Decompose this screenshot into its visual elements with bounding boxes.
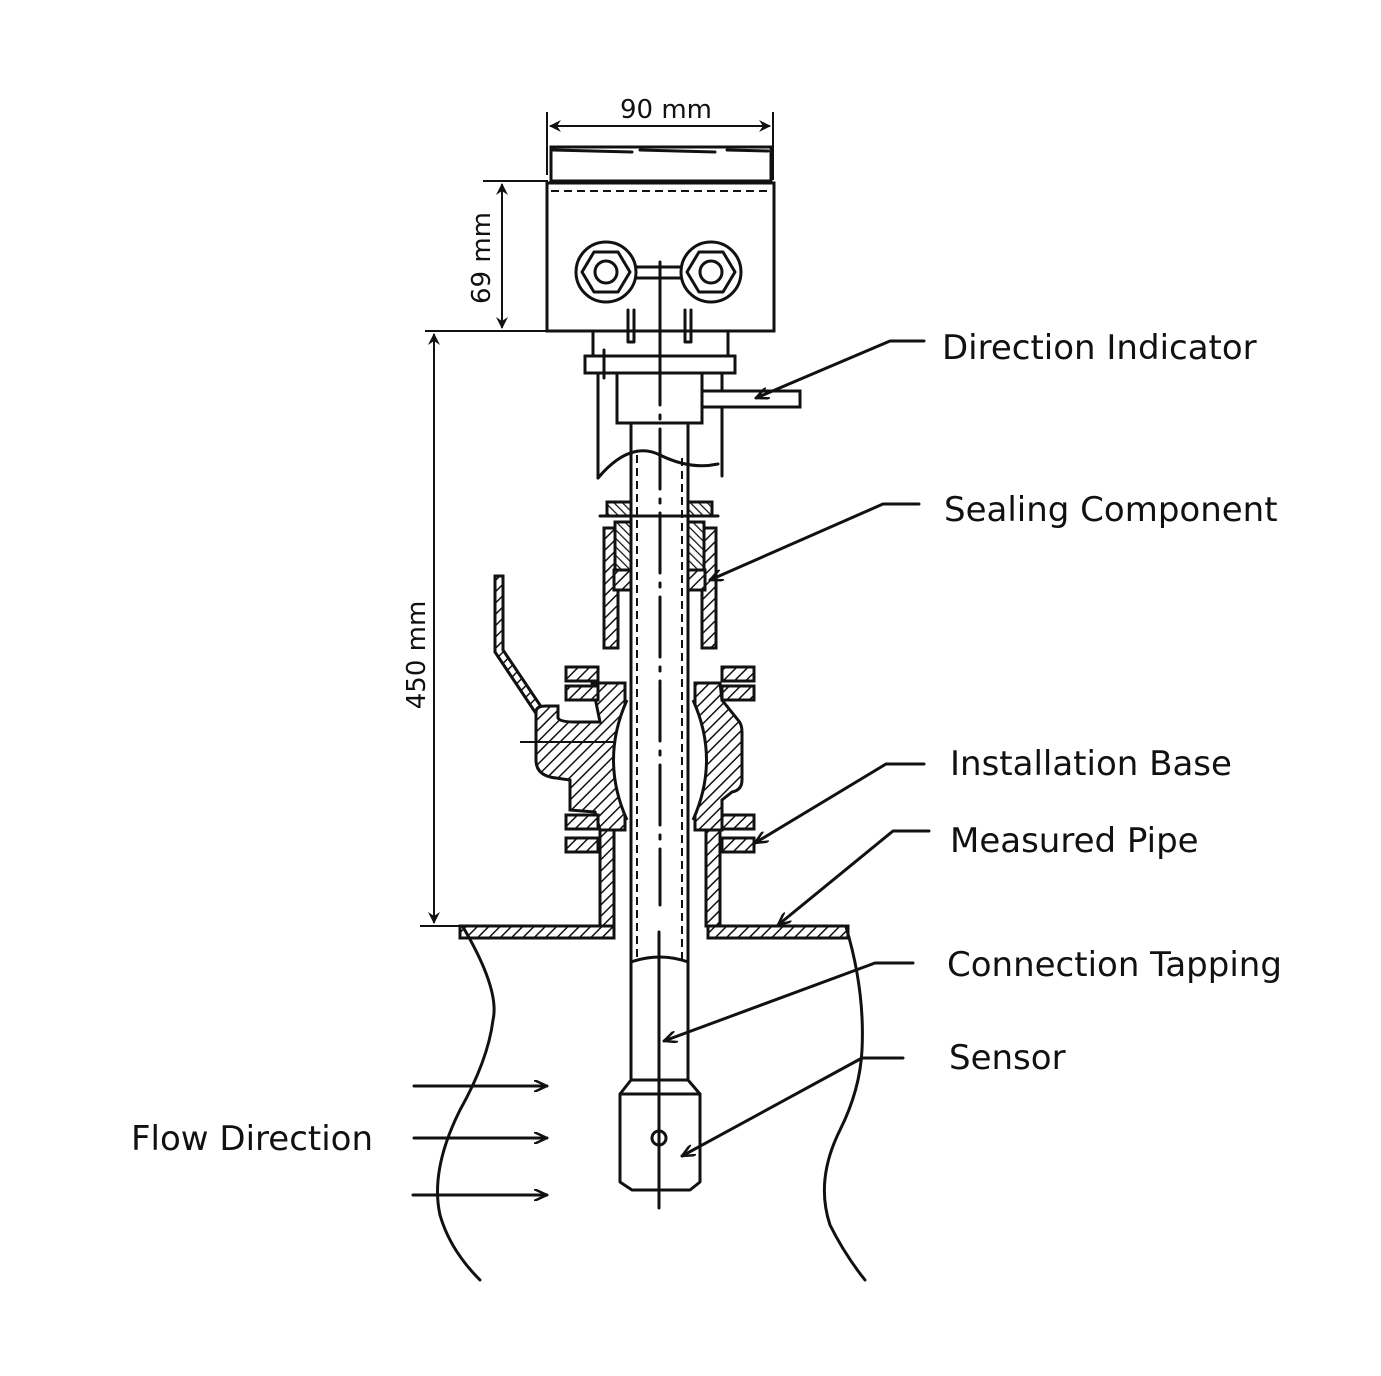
dimension-insertion-length: 450 mm [402,333,470,927]
callout-sensor: Sensor [949,1038,1066,1078]
leader-lines [664,339,931,1158]
transmitter-housing [545,145,776,347]
flow-arrows [411,1086,549,1195]
cable-gland-right-icon [679,240,743,304]
leader-direction-indicator [756,339,926,398]
cable-gland-left-icon [574,240,638,304]
dimension-width: 90 mm [546,95,774,180]
leader-sensor [682,1056,905,1158]
callout-measured-pipe: Measured Pipe [950,821,1199,861]
callout-installation-base: Installation Base [950,744,1232,784]
dimension-width-label: 90 mm [620,95,712,125]
flow-direction-label: Flow Direction [131,1119,373,1159]
installation-base-valve [493,574,756,928]
leader-connection-tapping [664,961,915,1041]
leader-installation-base [755,762,926,843]
callout-direction-indicator: Direction Indicator [942,328,1257,368]
dimension-insertion-length-label: 450 mm [402,601,432,710]
callout-connection-tapping: Connection Tapping [947,945,1282,985]
dimension-housing-height: 69 mm [425,180,548,332]
dimension-housing-height-label: 69 mm [467,212,497,304]
sensor-head [618,930,702,1210]
sealing-component-assembly [598,500,720,650]
leader-measured-pipe [778,829,931,925]
callout-sealing-component: Sealing Component [944,490,1278,530]
leader-sealing-component [710,502,921,580]
direction-indicator-bar [700,389,802,409]
measured-pipe-wall [436,924,867,1282]
